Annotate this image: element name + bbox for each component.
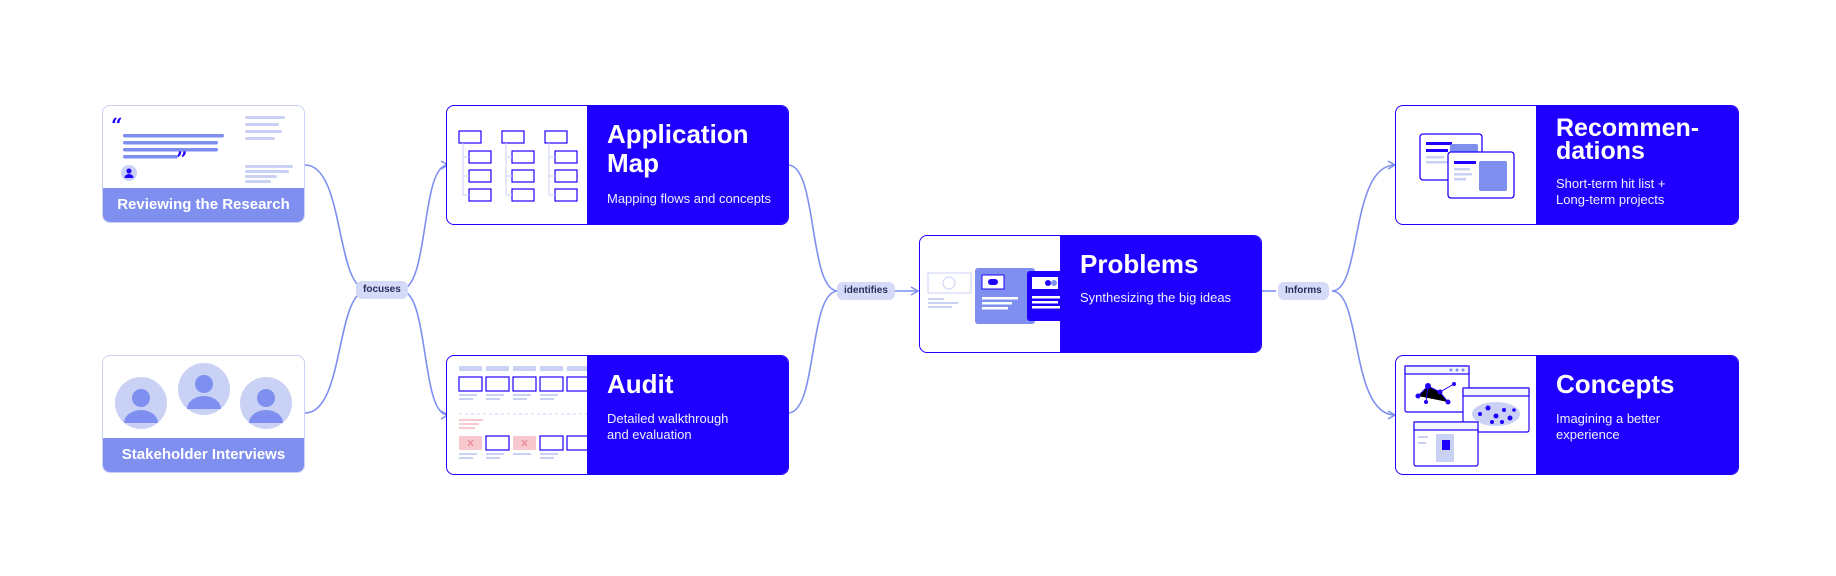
- card-recommendations-title: Recommen- dations: [1556, 114, 1700, 165]
- card-application-map-panel: Application Map Mapping flows and concep…: [587, 106, 788, 224]
- connector-label-focuses: focuses: [356, 281, 408, 299]
- card-application-map-description: Mapping flows and concepts: [607, 191, 772, 206]
- network-windows-icon: [1404, 365, 1530, 467]
- svg-text:”: ”: [176, 147, 188, 171]
- people-avatars-icon: [115, 363, 292, 429]
- stacked-screens-icon: [927, 268, 1060, 324]
- card-problems-description: Synthesizing the big ideas: [1080, 290, 1232, 305]
- quote-document-icon: “ ”: [111, 113, 293, 183]
- source-interviews-label: Stakeholder Interviews: [103, 438, 304, 472]
- card-recommendations-description: Short-term hit list + Long-term projects: [1556, 176, 1666, 207]
- card-audit-description: Detailed walkthrough and evaluation: [607, 411, 729, 442]
- source-research-label: Reviewing the Research: [103, 188, 304, 222]
- svg-text:“: “: [111, 113, 123, 137]
- card-concepts-description: Imagining a better experience: [1556, 411, 1661, 442]
- edge-focuses-audit: [399, 289, 450, 420]
- card-problems-panel: Problems Synthesizing the big ideas: [1060, 236, 1261, 352]
- edge-informs-recommendations: [1331, 160, 1397, 292]
- card-application-map: Application Map Mapping flows and concep…: [446, 105, 789, 225]
- edge-informs-concepts: [1331, 290, 1397, 420]
- screens-grid-icon: [458, 366, 587, 459]
- source-interviews: Stakeholder Interviews: [102, 355, 305, 473]
- edge-appmap-identifies: [787, 164, 839, 292]
- edge-research-focuses: [304, 164, 369, 291]
- connector-label-informs: Informs: [1278, 282, 1329, 300]
- card-problems-title: Problems: [1080, 249, 1199, 279]
- connector-label-identifies: identifies: [837, 282, 895, 300]
- card-audit-title: Audit: [607, 369, 674, 399]
- card-audit-panel: Audit Detailed walkthrough and evaluatio…: [587, 356, 788, 474]
- edge-interviews-focuses: [304, 289, 369, 414]
- card-recommendations-panel: Recommen- dations Short-term hit list + …: [1536, 106, 1738, 224]
- card-problems: Problems Synthesizing the big ideas: [919, 235, 1262, 353]
- flow-map-icon: [458, 130, 578, 202]
- source-research: “ ” Reviewing the Research: [102, 105, 305, 223]
- card-recommendations: Recommen- dations Short-term hit list + …: [1395, 105, 1739, 225]
- card-application-map-title: Application Map: [607, 119, 749, 178]
- card-audit: Audit Detailed walkthrough and evaluatio…: [446, 355, 789, 475]
- card-concepts: Concepts Imagining a better experience: [1395, 355, 1739, 475]
- edge-audit-identifies: [787, 290, 839, 414]
- card-concepts-title: Concepts: [1556, 369, 1675, 399]
- card-concepts-panel: Concepts Imagining a better experience: [1536, 356, 1738, 474]
- edge-focuses-appmap: [399, 160, 450, 291]
- document-cards-icon: [1419, 133, 1515, 199]
